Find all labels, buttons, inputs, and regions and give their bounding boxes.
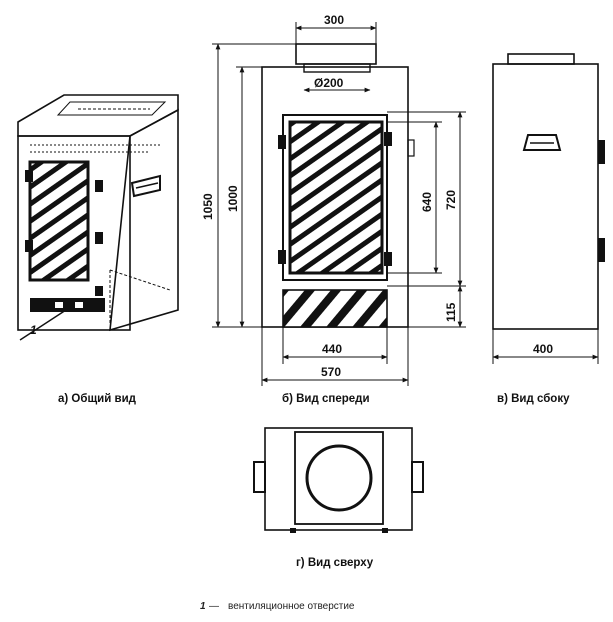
latch bbox=[95, 180, 103, 192]
top-duct-neck bbox=[303, 63, 371, 73]
caption-front: б) Вид спереди bbox=[282, 393, 370, 405]
legend-separator: — bbox=[209, 601, 219, 612]
dim-top-width: 300 bbox=[324, 13, 344, 27]
dim-side-depth: 400 bbox=[533, 342, 553, 356]
top-flange-square bbox=[294, 431, 384, 525]
caption-general: а) Общий вид bbox=[58, 393, 137, 405]
top-duct-flange bbox=[295, 43, 377, 65]
top-view bbox=[253, 427, 424, 533]
top-body bbox=[264, 427, 413, 531]
hinge bbox=[25, 240, 33, 252]
side-handle-icon bbox=[522, 134, 562, 151]
top-duct-circle bbox=[305, 444, 373, 512]
dim-body-width: 570 bbox=[321, 365, 341, 379]
latch bbox=[95, 286, 103, 296]
general-view: 1 bbox=[17, 94, 179, 341]
front-window bbox=[288, 120, 384, 275]
general-window bbox=[28, 160, 90, 282]
caption-side: в) Вид сбоку bbox=[497, 393, 570, 405]
cabinet-base bbox=[282, 289, 388, 328]
top-inner-opening bbox=[56, 101, 167, 116]
dim-window-frame-height: 720 bbox=[444, 190, 458, 210]
ventilation-opening bbox=[30, 298, 105, 312]
dim-window-height: 640 bbox=[420, 192, 434, 212]
dim-total-height: 1050 bbox=[201, 193, 215, 220]
cabinet-side-face bbox=[109, 108, 179, 332]
hinge bbox=[25, 170, 33, 182]
legend-text: вентиляционное отверстие bbox=[228, 601, 355, 612]
side-body bbox=[492, 63, 599, 330]
legend-number: 1 bbox=[200, 601, 206, 612]
top-right-handle bbox=[411, 461, 424, 493]
cabinet-front-face bbox=[17, 135, 131, 331]
dim-body-height: 1000 bbox=[226, 185, 240, 212]
dim-window-width: 440 bbox=[322, 342, 342, 356]
caption-top: г) Вид сверху bbox=[296, 557, 374, 569]
latch bbox=[95, 232, 103, 244]
side-view: 400 bbox=[492, 53, 605, 364]
front-view: Ø200 300 1050 1000 640 bbox=[201, 13, 466, 386]
dim-base-height: 115 bbox=[444, 302, 458, 322]
callout-number: 1 bbox=[30, 323, 37, 337]
legend: 1 — вентиляционное отверстие bbox=[200, 601, 355, 612]
dim-duct-diameter: Ø200 bbox=[314, 76, 344, 90]
side-handle-icon bbox=[130, 174, 161, 198]
side-top-flange bbox=[507, 53, 575, 65]
callout-leader bbox=[19, 309, 67, 341]
top-left-handle bbox=[253, 461, 266, 493]
